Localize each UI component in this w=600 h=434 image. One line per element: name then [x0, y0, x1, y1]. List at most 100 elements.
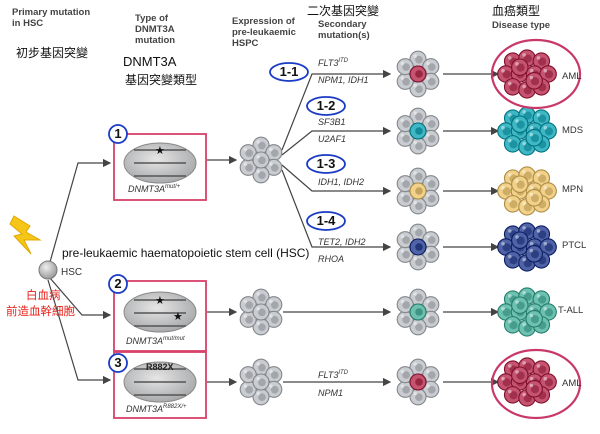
disease-cluster-aml-2-highlight — [522, 392, 526, 397]
hspc-cluster-3-highlight — [243, 369, 248, 374]
disease-cluster-ptcl-highlight — [522, 257, 526, 262]
hspc-cluster-2-highlight — [269, 314, 273, 318]
disease-cluster-tall-highlight — [501, 306, 505, 311]
disease-cluster-ptcl-highlight — [501, 241, 505, 246]
number-circle-2 — [108, 274, 128, 294]
secondary-cluster-2-nucleus — [415, 112, 423, 121]
secondary-cluster-3-nucleus — [402, 180, 410, 188]
disease-cluster-aml — [497, 49, 557, 99]
hspc-cluster-3-highlight — [269, 369, 273, 374]
disease-cluster-aml-2-nucleus — [509, 391, 518, 400]
hspc-cluster-1-highlight — [269, 147, 273, 152]
arrow-hsc-to-type2 — [49, 277, 112, 320]
dnmt3a-label-2-text: DNMT3A — [126, 336, 164, 346]
arrow-to-row4 — [281, 169, 392, 252]
disease-cluster-ptcl-highlight — [507, 229, 512, 233]
hspc-cluster-1-nucleus — [270, 149, 279, 157]
disease-cluster-tall-highlight — [543, 306, 548, 311]
genes-row-6: FLT3ITD NPM1 — [318, 364, 348, 402]
disease-cluster-aml-highlight — [501, 68, 505, 73]
number-circle-3 — [108, 353, 128, 373]
secondary-cluster-1-highlight — [413, 83, 417, 88]
secondary-cluster-3-highlight — [400, 193, 405, 197]
hspc-cluster-2-highlight — [243, 314, 248, 318]
secondary-cluster-4-highlight — [413, 227, 417, 231]
hspc-cluster-1-nucleus — [245, 149, 253, 157]
hspc-cluster-3-highlight — [256, 362, 260, 366]
disease-cluster-tall-nucleus — [530, 315, 540, 324]
hspc-cluster-3-nucleus — [270, 371, 279, 379]
header-type-line2: DNMT3A — [135, 24, 175, 35]
header-expression-line2: pre-leukaemic — [232, 27, 296, 38]
disease-cluster-ptcl-nucleus — [516, 236, 525, 245]
gene-row4-line2: RHOA — [318, 254, 345, 264]
chromosome-oval-2 — [123, 291, 197, 333]
number-1-label: 1 — [114, 126, 122, 141]
disease-label-tall: T-ALL — [558, 305, 584, 316]
arrow-to-row1 — [281, 69, 392, 151]
disease-cluster-tall-nucleus — [538, 295, 547, 304]
secondary-cluster-1-mutant-nucleus — [415, 70, 423, 78]
hspc-cluster-3-nucleus — [258, 393, 266, 402]
gene-row1-line1: FLT3ITD — [318, 53, 369, 72]
dnmt3a-label-2-sup: mut/mut — [163, 336, 185, 342]
disease-cluster-ptcl-highlight — [529, 248, 534, 253]
hspc-cluster-3 — [239, 358, 283, 406]
secondary-cluster-2-nucleus — [427, 134, 436, 143]
disease-cluster-mpn-highlight — [536, 173, 541, 177]
hspc-cluster-2-nucleus — [258, 293, 266, 302]
disease-cluster-tall-highlight — [507, 294, 512, 298]
disease-cluster-mpn-highlight — [522, 170, 526, 174]
secondary-cluster-2-highlight — [400, 118, 405, 123]
hsc-caption: pre-leukaemic haematopoietic stem cell (… — [62, 246, 310, 260]
genes-row-1: FLT3ITD NPM1, IDH1 — [318, 53, 369, 89]
disease-cluster-tall-highlight — [536, 294, 541, 298]
disease-cluster-mpn-nucleus — [538, 174, 547, 183]
disease-cluster-tall-nucleus — [516, 301, 525, 310]
disease-cluster-tall-highlight — [507, 319, 512, 324]
disease-cluster-aml-nucleus — [516, 63, 525, 72]
genes-row-2: SF3B1 U2AF1 — [318, 114, 346, 148]
secondary-cluster-3-highlight — [413, 171, 417, 175]
disease-cluster-mpn-nucleus — [544, 187, 554, 196]
number-2-label: 2 — [114, 276, 122, 291]
secondary-cluster-5-mutant-nucleus — [415, 308, 423, 316]
secondary-cluster-4-nucleus — [415, 228, 423, 237]
hspc-cluster-1-highlight — [243, 147, 248, 152]
secondary-cluster-6-mutant-nucleus — [415, 378, 423, 386]
disease-cluster-aml-highlight — [522, 53, 526, 57]
hspc-cluster-3-nucleus — [258, 378, 266, 387]
disease-cluster-aml-nucleus — [538, 57, 547, 66]
disease-cluster-aml-2-nucleus — [538, 365, 547, 374]
secondary-cluster-3-nucleus — [402, 194, 410, 203]
dnmt3a-label-3: DNMT3AR882X/+ — [126, 404, 187, 414]
disease-cluster-mds-highlight — [543, 125, 548, 130]
disease-cluster-aml-2-highlight — [522, 361, 526, 365]
secondary-cluster-6-nucleus — [427, 371, 436, 379]
header-expression-line1: Expression of — [232, 16, 295, 27]
disease-cluster-mds-highlight — [529, 132, 534, 137]
mutation-star-icon: ★ — [155, 294, 165, 307]
secondary-cluster-6-nucleus — [402, 371, 410, 379]
secondary-cluster-6-nucleus — [415, 393, 423, 402]
secondary-cluster-6-highlight — [400, 369, 405, 374]
disease-cluster-ptcl-nucleus — [538, 230, 547, 239]
gene-row1-line1-text: FLT3 — [318, 58, 339, 68]
disease-cluster-tall-nucleus — [502, 308, 511, 317]
header-primary-mutation-cn: 初步基因突變 — [16, 46, 89, 60]
arrow-to-row2 — [281, 126, 392, 156]
hspc-cluster-1 — [239, 136, 283, 184]
hspc-cluster-2-nucleus — [258, 308, 266, 317]
disease-cluster-aml-2-highlight — [515, 370, 519, 374]
disease-cluster-ptcl-highlight — [529, 241, 534, 246]
secondary-cluster-5-nucleus — [415, 323, 423, 332]
header-type-line3: mutation — [135, 35, 176, 46]
disease-cluster-aml-nucleus — [509, 83, 518, 92]
secondary-cluster-1-nucleus — [402, 77, 410, 86]
disease-cluster-tall — [497, 287, 557, 337]
disease-cluster-mpn-nucleus — [502, 187, 511, 196]
secondary-cluster-5-nucleus — [402, 315, 410, 324]
disease-cluster-aml-nucleus — [544, 70, 554, 79]
secondary-cluster-1-nucleus — [427, 63, 436, 71]
